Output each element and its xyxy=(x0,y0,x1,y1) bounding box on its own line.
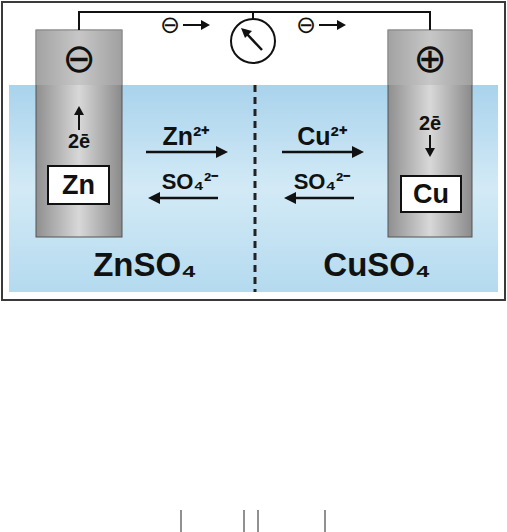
ion-label: SO₄²⁻ xyxy=(162,171,219,193)
electrode-label-box: Cu xyxy=(400,175,462,213)
electrode: ⊖ 2ēZn xyxy=(36,30,122,237)
electrode: ⊕ 2ēCu xyxy=(388,30,472,237)
solution-label: ZnSO₄ xyxy=(93,248,197,281)
ion-label: Cu²⁺ xyxy=(297,124,347,149)
electron-symbol: ⊖ xyxy=(160,13,180,37)
node-text: Zn xyxy=(62,172,95,199)
node-text: ⊕ xyxy=(413,38,447,78)
electron-symbol: ⊖ xyxy=(296,13,316,37)
ion-label: SO₄²⁻ xyxy=(294,171,351,193)
electrode-label-box: Zn xyxy=(47,165,110,205)
node-text: ⊖ xyxy=(62,38,96,78)
ion-label: Zn²⁺ xyxy=(163,124,210,149)
node-text: Cu xyxy=(413,181,449,208)
solution-label: CuSO₄ xyxy=(323,248,430,281)
node-text: 2ē xyxy=(419,113,441,133)
node-text: 2ē xyxy=(68,131,90,151)
